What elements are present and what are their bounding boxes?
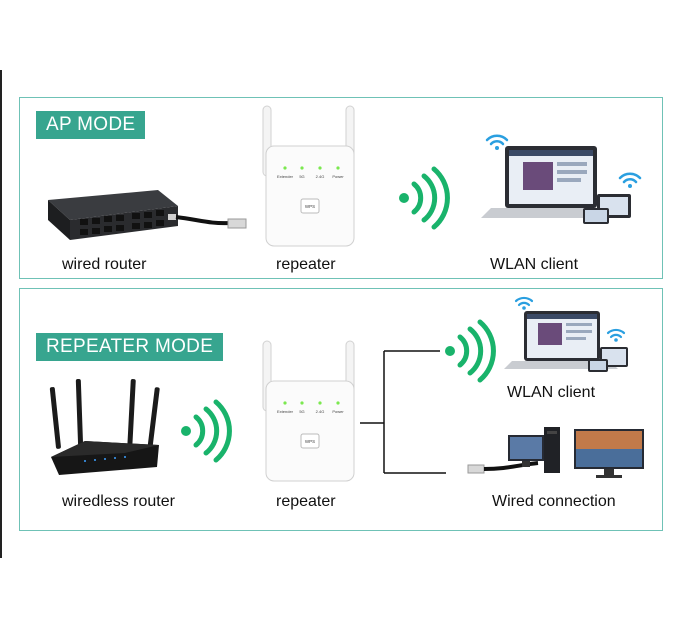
wlan-client-label: WLAN client — [490, 256, 579, 273]
connection-lines — [360, 349, 450, 479]
led-label-extender: Extender — [277, 174, 294, 179]
led-label-24g: 2.4G — [316, 409, 325, 414]
led-label-5g: 5G — [299, 174, 304, 179]
led-label-power: Power — [332, 174, 344, 179]
wlan-client-devices — [465, 120, 642, 245]
wired-connection-label: Wired connection — [492, 493, 616, 510]
wireless-signal-icon — [444, 319, 496, 383]
repeater-label: repeater — [276, 256, 336, 273]
wireless-signal-icon — [180, 399, 232, 463]
wired-connection-devices — [467, 425, 648, 483]
wifi-icon — [485, 134, 509, 146]
led-label-5g: 5G — [299, 409, 304, 414]
wps-button-label: WPS — [305, 439, 315, 444]
led-label-extender: Extender — [277, 409, 294, 414]
repeater-label: repeater — [276, 493, 336, 510]
wlan-client-label: WLAN client — [507, 384, 596, 401]
repeater-mode-badge: REPEATER MODE — [36, 333, 224, 361]
repeater-image: Extender 5G 2.4G Power WPS — [260, 340, 360, 482]
repeater-mode-panel: REPEATER MODE wiredless router — [19, 288, 663, 531]
ap-mode-panel: AP MODE wired router Extender — [19, 97, 663, 279]
wireless-signal-icon — [398, 166, 450, 230]
led-label-24g: 2.4G — [316, 174, 325, 179]
repeater-image: Extender 5G 2.4G Power WPS — [260, 105, 360, 247]
wps-button-label: WPS — [305, 204, 315, 209]
ap-mode-badge: AP MODE — [36, 111, 146, 139]
wireless-router-label: wiredless router — [62, 493, 175, 510]
wired-router-label: wired router — [62, 256, 147, 273]
wireless-router-image — [45, 378, 165, 479]
wlan-client-devices — [494, 295, 634, 381]
wired-router-image — [40, 190, 250, 242]
led-label-power: Power — [332, 409, 344, 414]
left-rule — [0, 70, 2, 558]
